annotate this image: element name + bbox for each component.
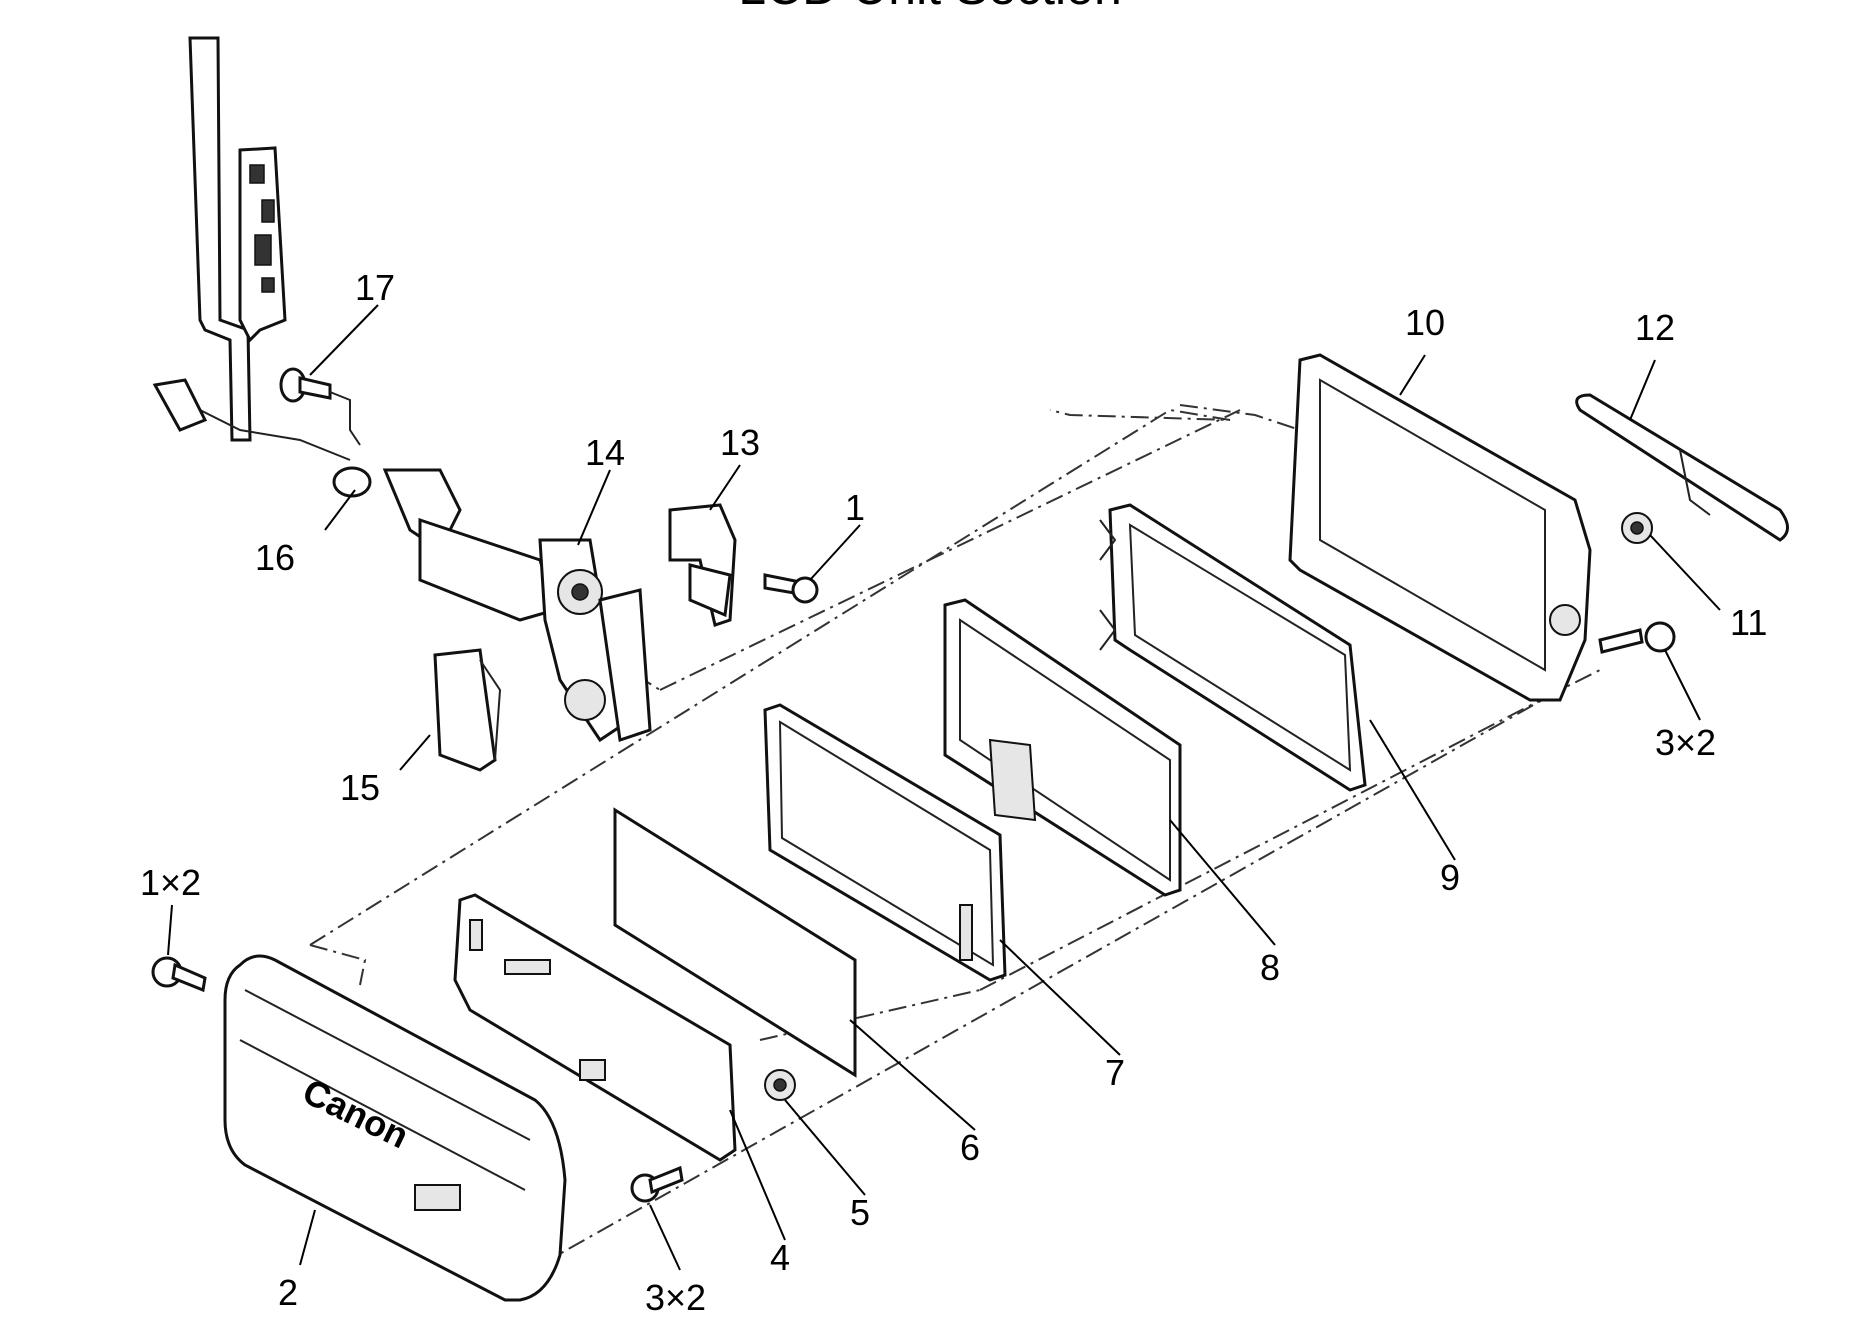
callout-7: 7 <box>1105 1052 1125 1093</box>
part-15-cover <box>433 648 502 772</box>
part-1-screw <box>763 573 819 604</box>
part-13-hinge-cover <box>668 503 737 627</box>
part-10-lcd-frame <box>1288 353 1592 702</box>
part-5-screw <box>764 1069 796 1101</box>
part-7-backlight-sheet <box>763 703 1007 982</box>
part-11-screw <box>1621 512 1653 544</box>
part-9-metal-frame <box>1099 503 1367 792</box>
callout-labels: 17 16 14 13 1 15 10 12 11 3×2 9 8 7 6 5 … <box>140 267 1767 1318</box>
callout-9: 9 <box>1440 857 1460 898</box>
diagram-title: LCD Unit Section <box>738 0 1122 15</box>
callout-2: 2 <box>278 1272 298 1313</box>
callout-12: 12 <box>1635 307 1675 348</box>
callout-16: 16 <box>255 537 295 578</box>
callout-1: 1 <box>845 487 865 528</box>
part-flex-cable-board <box>152 36 351 461</box>
part-4-inner-plate <box>453 893 737 1162</box>
part-6-diffuser-sheet <box>613 807 857 1078</box>
callout-10: 10 <box>1405 302 1445 343</box>
part-2-lcd-rear-case: Canon <box>223 954 567 1302</box>
leader-lines <box>167 304 1721 1271</box>
part-8-lcd-panel <box>943 598 1182 897</box>
callout-4: 4 <box>770 1237 790 1278</box>
callout-15: 15 <box>340 767 380 808</box>
callout-14: 14 <box>585 432 625 473</box>
callout-8: 8 <box>1260 947 1280 988</box>
callout-3x2-right: 3×2 <box>1655 722 1716 763</box>
part-14-hinge-assembly <box>538 538 652 743</box>
part-3x2-screw-right <box>1598 621 1676 654</box>
callout-11: 11 <box>1730 602 1767 643</box>
part-1x2-screw-left <box>151 956 207 993</box>
callout-1x2: 1×2 <box>140 862 201 903</box>
callout-5: 5 <box>850 1192 870 1233</box>
callout-3x2-bottom: 3×2 <box>645 1277 706 1318</box>
part-17-screw <box>279 367 361 446</box>
part-16-hinge-flex <box>332 466 557 622</box>
callout-17: 17 <box>355 267 395 308</box>
part-3x2-screw-bottom <box>630 1165 684 1203</box>
callout-6: 6 <box>960 1127 980 1168</box>
part-12-strip <box>1575 393 1789 542</box>
callout-13: 13 <box>720 422 760 463</box>
